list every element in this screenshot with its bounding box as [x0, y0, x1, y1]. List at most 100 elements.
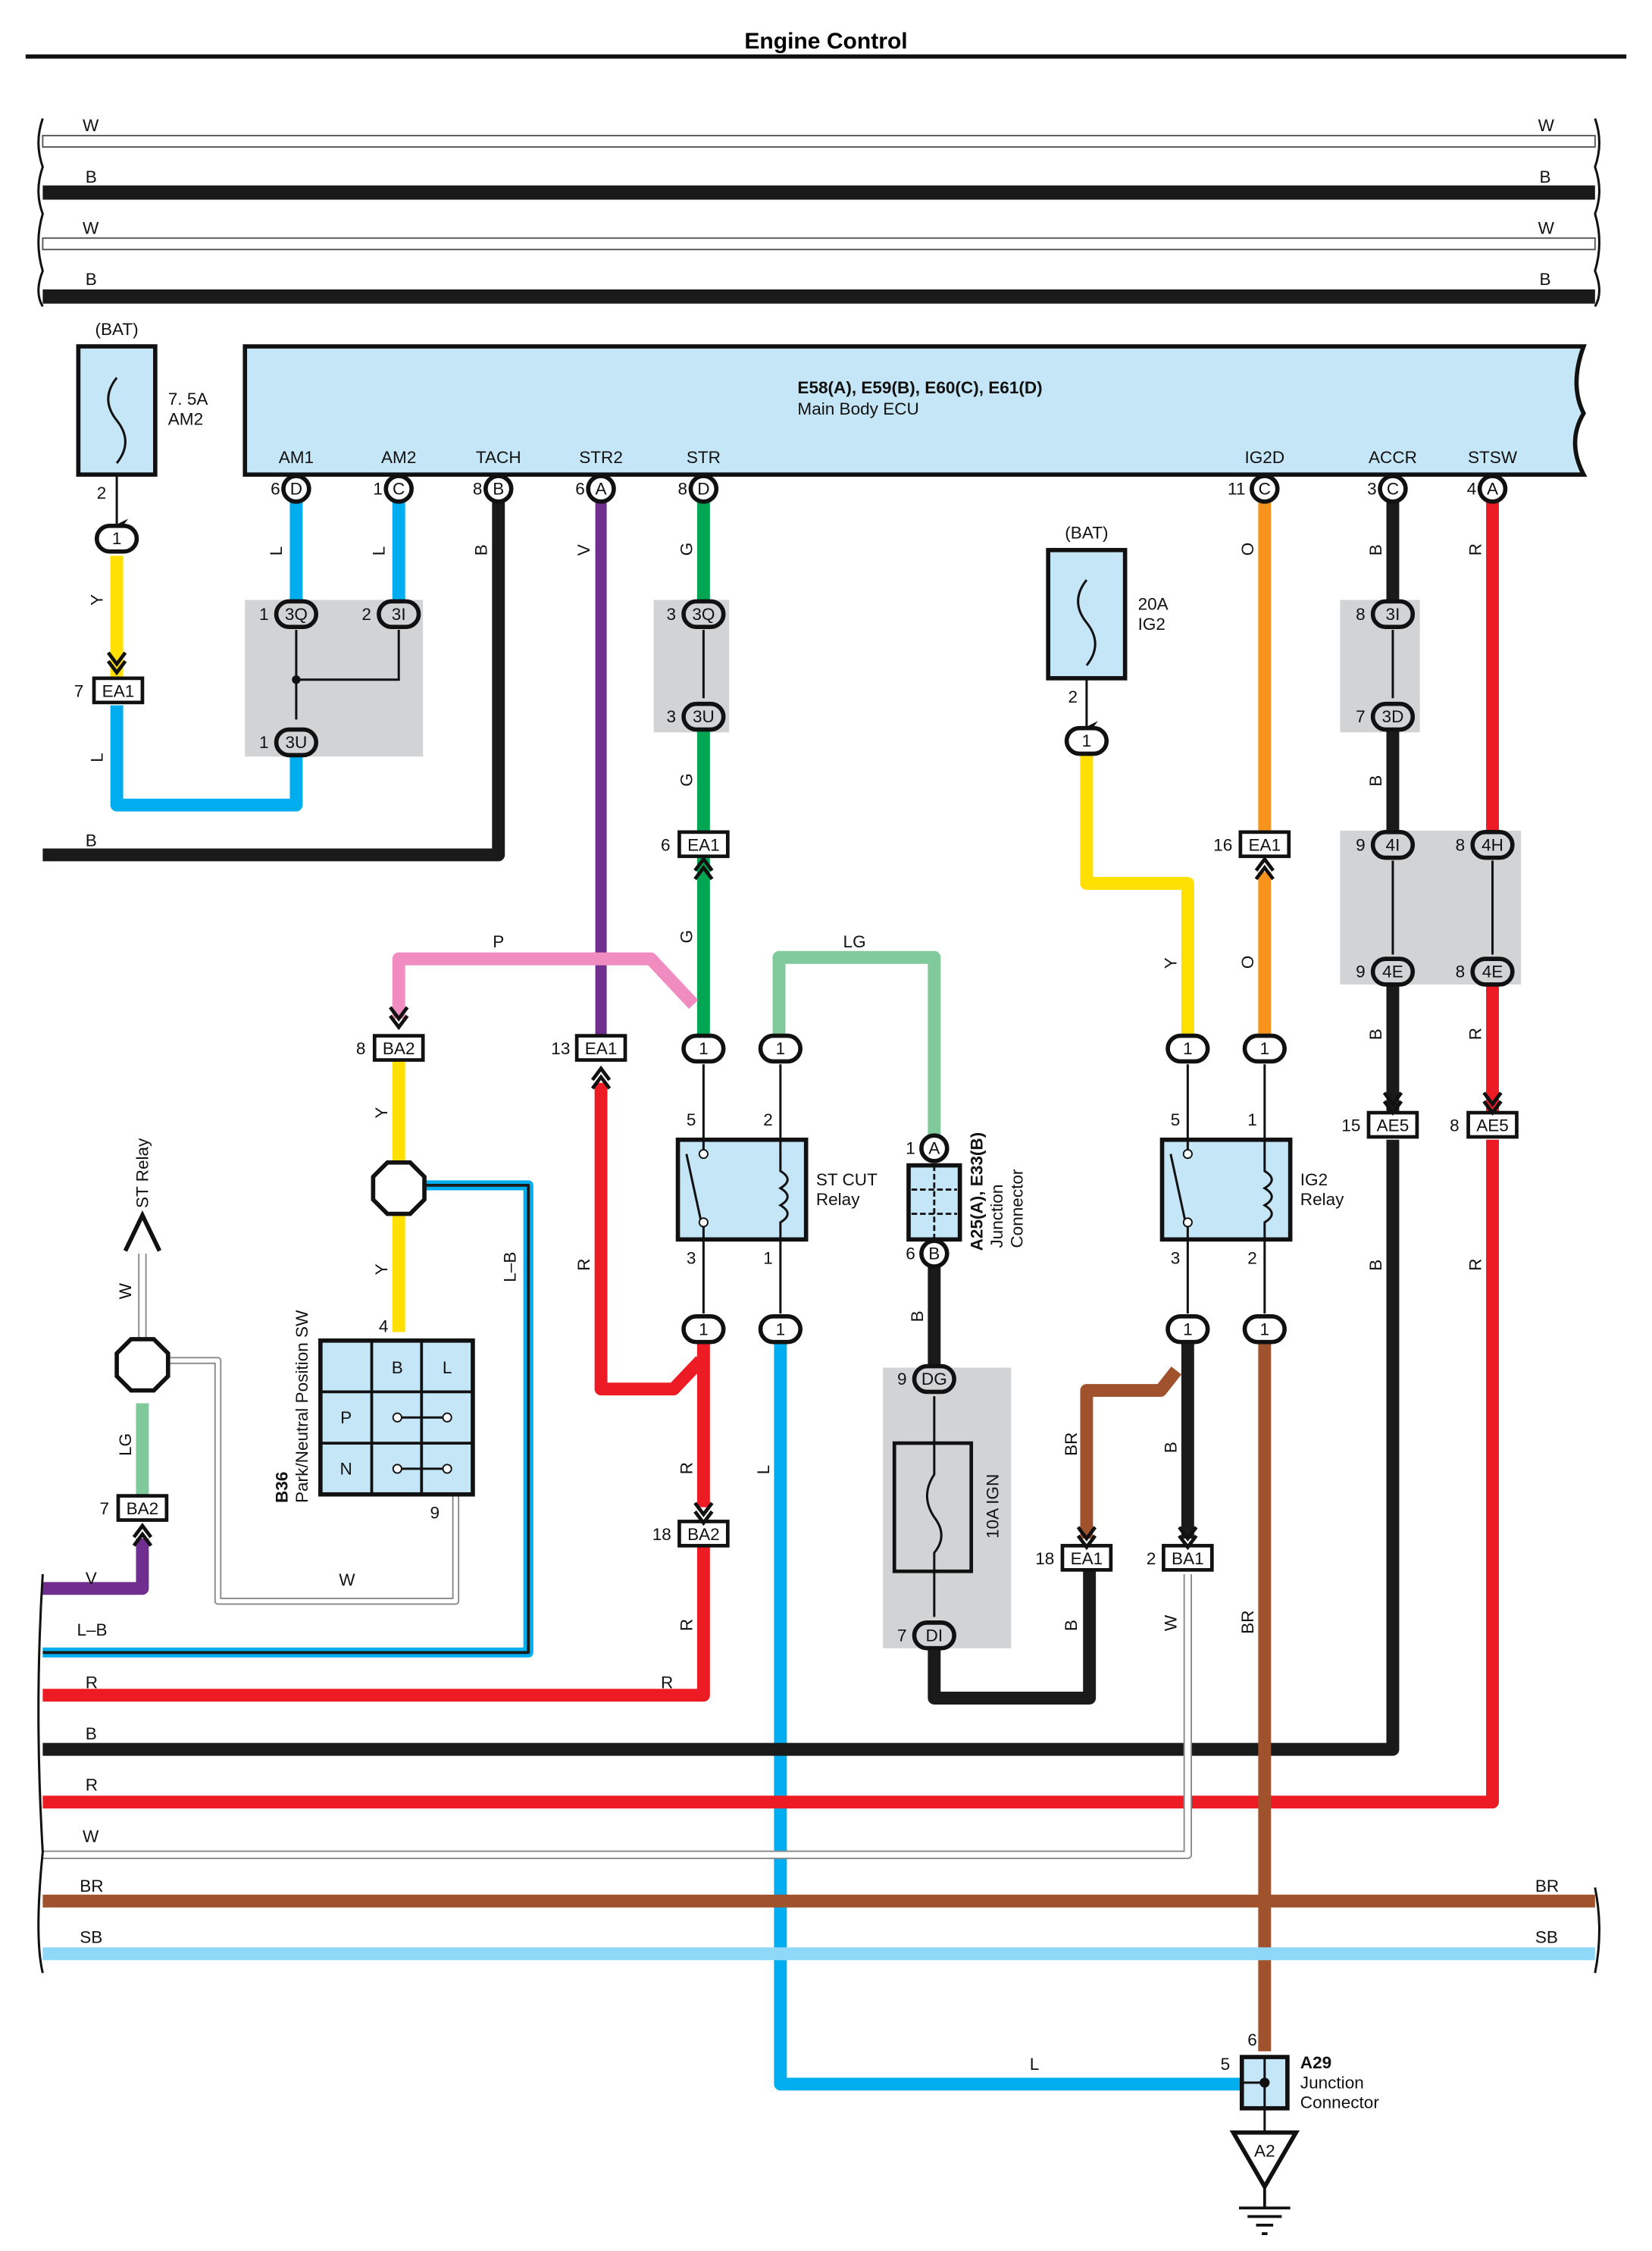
wire-label: W: [116, 1282, 135, 1299]
pin-number: 6: [661, 835, 671, 854]
wire-label: L: [754, 1465, 773, 1475]
connector-id: EA1: [102, 681, 135, 700]
wire-y-ig2: [1080, 740, 1194, 1036]
relay-block-pin: [1242, 1033, 1287, 1064]
pin-number: 8: [1456, 963, 1466, 981]
pin-number: 2: [97, 484, 107, 502]
wire-v-ba2: [42, 1539, 149, 1595]
pin-number: 3: [667, 707, 677, 726]
splice-pin: [681, 701, 726, 732]
bus-label: B: [86, 167, 97, 186]
ecu-pin: [1378, 474, 1408, 504]
relay-block-pin: [1165, 1033, 1210, 1064]
pin-number: 7: [897, 1626, 907, 1645]
pnp-switch-name: Park/Neutral Position SW: [293, 1310, 311, 1503]
bus-label: BR: [1535, 1877, 1559, 1896]
pin-number: 8: [356, 1039, 366, 1058]
junction-a29: 6 5 A29 Junction Connector A2: [1221, 2030, 1379, 2235]
junction-pin: [919, 1133, 950, 1163]
chevron-down-icon: [693, 1501, 714, 1526]
wire-label: P: [493, 932, 504, 951]
wire-b-accr: [42, 501, 1400, 1756]
pin-number: 5: [687, 1110, 696, 1129]
bus-label: R: [86, 1776, 98, 1795]
bus-label: SB: [1535, 1928, 1558, 1947]
wire-b-tach: [42, 501, 505, 862]
wire-label: G: [677, 773, 696, 787]
fuse-ign-label: 10A IGN: [983, 1474, 1002, 1539]
connector-id: EA1: [585, 1039, 618, 1058]
wire-w-pnp: [167, 1358, 458, 1604]
fuse-am2-rating: 7. 5A: [168, 390, 208, 409]
junction-a25: A 1 B 6 A25(A), E33(B) Junction Connecto…: [906, 1132, 1026, 1269]
contact-icon: [392, 1464, 402, 1474]
chevron-down-icon: [1076, 1526, 1097, 1551]
pin-number: 5: [1221, 2055, 1231, 2074]
bus-label: R: [661, 1673, 673, 1692]
wire-label: R: [677, 1462, 696, 1474]
pin-label: 1: [699, 1320, 709, 1338]
pnp-switch: B L P N 4 9 B36 Park/Neutral Position SW: [273, 1160, 475, 1523]
ecu-pin: [688, 474, 719, 504]
pnp-switch-id: B36: [273, 1472, 292, 1503]
splice-id: 4H: [1481, 835, 1503, 854]
wire-label: L–B: [500, 1252, 519, 1282]
pin-label: 1: [1183, 1320, 1193, 1338]
wire-label: B: [1366, 775, 1385, 787]
wire-label: R: [574, 1258, 593, 1270]
pin-number: 7: [100, 1499, 110, 1518]
pin-number: 2: [1147, 1549, 1156, 1568]
pin-number: 6: [1247, 2030, 1257, 2049]
splice-pin: [1470, 956, 1515, 987]
wire-w-ba1-outline: [42, 1573, 1192, 1859]
bus-label: SB: [80, 1928, 102, 1947]
bus-label: W: [1538, 116, 1555, 135]
relay-name: Relay: [1300, 1190, 1344, 1209]
pin-number: 18: [652, 1525, 671, 1544]
relay-block-pin: [681, 1033, 726, 1064]
pin-number: 5: [1171, 1110, 1181, 1129]
contact-icon: [698, 1217, 709, 1228]
terminal-stsw: STSW: [1468, 448, 1518, 467]
pin-label: 1: [1082, 731, 1092, 750]
bus-label: W: [1538, 219, 1555, 238]
conn-letter: D: [290, 479, 302, 498]
wire-label: BR: [1062, 1432, 1081, 1456]
splice-id: 3Q: [285, 605, 308, 624]
wire-label: B: [86, 831, 97, 850]
ecu-pin: [281, 474, 311, 504]
wire-lb-stripe: [42, 1184, 530, 1655]
fuse-am2-box: [76, 344, 158, 477]
bus-label: W: [83, 116, 99, 135]
st-relay-label: ST Relay: [133, 1138, 152, 1208]
pin-number: 3: [687, 1248, 696, 1267]
chevron-down-icon: [389, 1006, 409, 1031]
junction-a25-id: A25(A), E33(B): [968, 1132, 987, 1251]
bus-wire-b2: [42, 289, 1595, 304]
splice-id: 3I: [1386, 605, 1400, 624]
contact-icon: [1182, 1149, 1193, 1160]
ecu-name: Main Body ECU: [797, 399, 918, 418]
ecu-pin: [1250, 474, 1280, 504]
pin-number: 1: [763, 1248, 773, 1267]
st-cut-relay: 5 2 3 1 ST CUT Relay: [675, 1064, 878, 1314]
conn-letter: A: [596, 479, 607, 498]
pin-number: 4: [1467, 479, 1477, 498]
pin-label: 1: [1260, 1039, 1270, 1058]
terminal-am2: AM2: [381, 448, 416, 467]
pin-label: 1: [776, 1039, 786, 1058]
wire-label: O: [1238, 956, 1257, 969]
pin-number: 18: [1035, 1549, 1054, 1568]
ig2-relay: 5 1 3 2 IG2 Relay: [1159, 1064, 1344, 1314]
fuse-icon: [107, 377, 127, 465]
wire-w-ba1: [42, 1573, 1191, 1858]
pin-number: 2: [1247, 1248, 1257, 1267]
pin-number: 4: [379, 1317, 389, 1336]
st-relay-output: ST Relay: [114, 1138, 171, 1393]
relay-block-pin: [94, 523, 139, 554]
junction-dot: [1259, 2077, 1270, 2088]
contact-icon: [442, 1412, 452, 1423]
conn-letter: A: [928, 1139, 940, 1158]
splice-pin: [1370, 701, 1416, 732]
pin-number: 1: [259, 733, 269, 752]
